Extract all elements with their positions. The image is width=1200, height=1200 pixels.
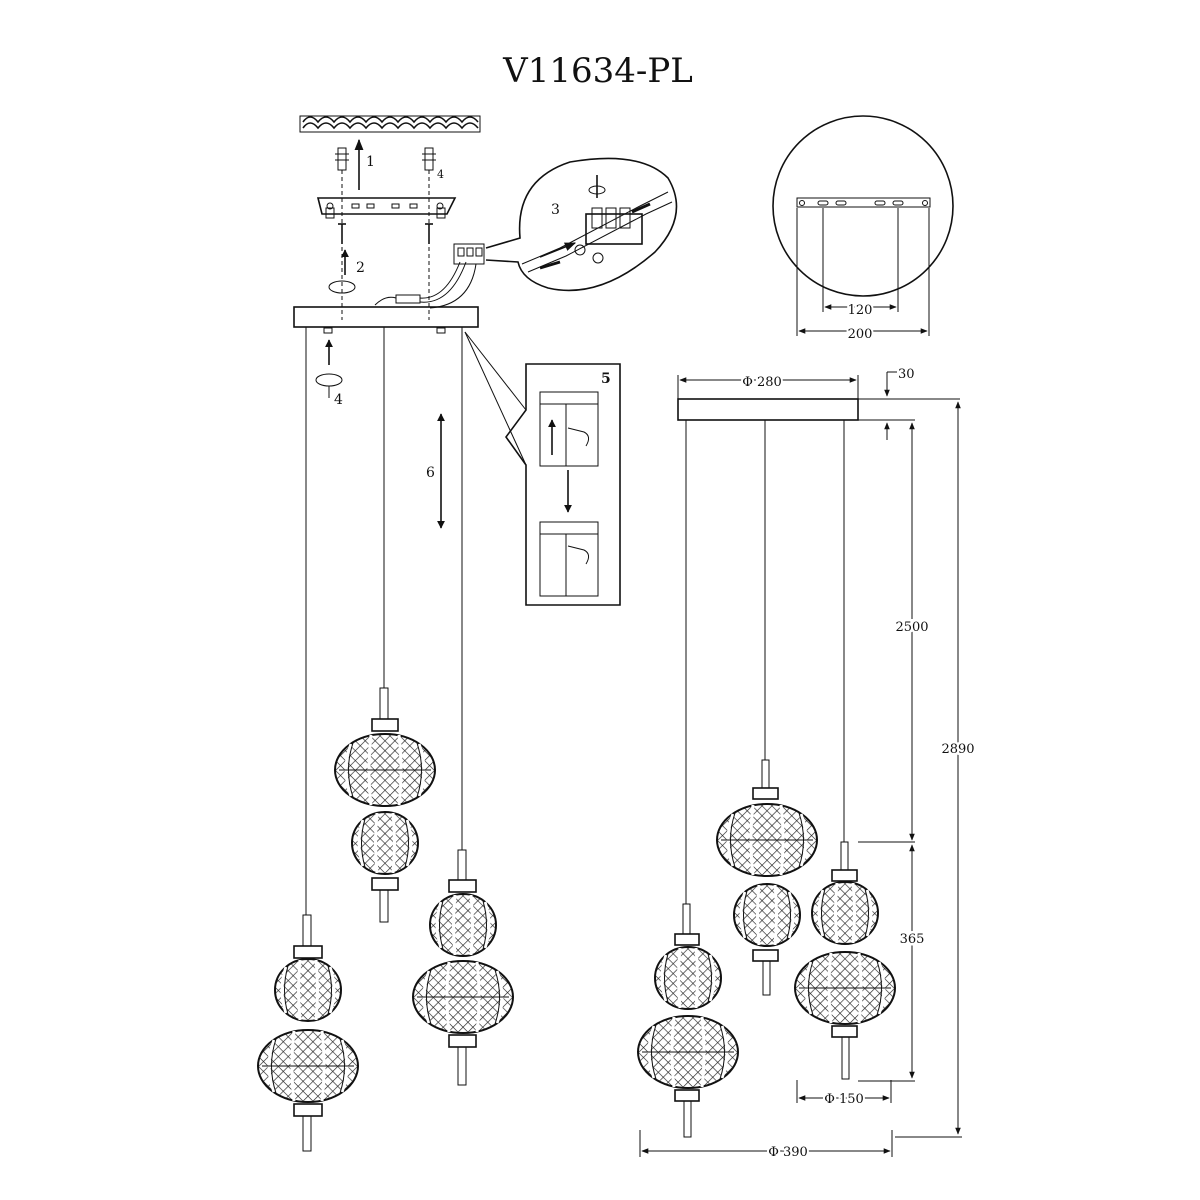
dim-cable-length: 2500 (895, 620, 928, 635)
step-2-group: 2 (328, 249, 365, 294)
step-label-2: 2 (356, 260, 365, 276)
wall-anchor-left-icon (335, 147, 349, 171)
step-label-4-small: 4 (437, 168, 444, 181)
pendant-left-middle (333, 687, 437, 923)
pendant-left-long (256, 914, 360, 1152)
pendant-right-short (793, 841, 897, 1080)
rotate-arrow-icon (328, 280, 356, 294)
mounting-bracket (316, 197, 457, 219)
dim-overall-height: 2890 (941, 742, 974, 757)
dim-canopy-diameter: Φ 280 (742, 375, 782, 390)
pendant-right-middle (715, 759, 819, 996)
screw-right-icon (425, 223, 433, 244)
step-6-group: 6 (426, 413, 445, 529)
dim-canopy-height: 30 (898, 367, 915, 382)
step-label-4: 4 (334, 392, 343, 408)
detail-callout-3: 3 (485, 157, 678, 292)
step-1-group: 1 4 (335, 138, 444, 190)
dim-plate-width: 200 (848, 327, 873, 342)
pendant-left-short (411, 849, 515, 1086)
pendant-right-long (636, 903, 740, 1138)
wall-anchor-right-icon (422, 147, 436, 171)
dim-overall-diameter: Φ 390 (768, 1145, 808, 1160)
dim-hole-spacing: 120 (848, 303, 873, 318)
step-4-group: 4 (315, 339, 343, 408)
detail-box-5: 5 (464, 331, 621, 606)
screw-left-icon (338, 223, 346, 244)
canopy-exploded (293, 306, 479, 915)
step-label-6: 6 (426, 465, 435, 481)
dim-shade-diameter: Φ 150 (824, 1092, 864, 1107)
product-title: V11634-PL (502, 51, 693, 91)
wiring-harness (374, 243, 485, 309)
ceiling-surface (299, 115, 481, 133)
step-label-3: 3 (551, 202, 560, 218)
step-label-5: 5 (601, 371, 611, 387)
mounting-plate-detail: 120 200 (772, 115, 954, 344)
dim-pendant-height: 365 (900, 932, 925, 947)
canopy (677, 398, 859, 421)
assembled-view: Φ 280 30 2500 365 2890 Φ 150 Φ 390 (636, 367, 977, 1162)
step-label-1: 1 (366, 154, 375, 170)
rotate-arrow-icon (315, 373, 343, 387)
